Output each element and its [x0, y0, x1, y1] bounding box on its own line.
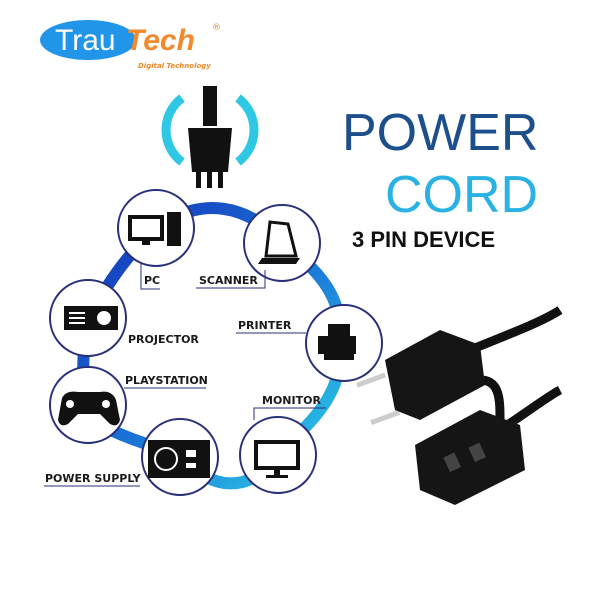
monitor-icon: [254, 440, 300, 478]
scanner-icon: [258, 220, 300, 264]
label-projector: PROJECTOR: [128, 333, 199, 346]
headline-power: POWER: [342, 104, 538, 162]
printer-icon: [318, 324, 356, 360]
brand-logo: Trau Tech ® Digital Technology: [40, 20, 221, 70]
logo-text-tech: Tech: [126, 24, 195, 57]
label-playstation: PLAYSTATION: [125, 374, 208, 387]
desktop-pc-icon: [128, 212, 181, 246]
device-monitor: MONITOR: [239, 394, 326, 494]
logo-text-trau: Trau: [55, 24, 116, 57]
headline-cord: CORD: [385, 166, 538, 224]
device-power-supply: POWER SUPPLY: [44, 418, 219, 496]
logo-tagline: Digital Technology: [138, 62, 211, 70]
device-scanner: SCANNER: [196, 204, 321, 289]
label-printer: PRINTER: [238, 319, 292, 332]
label-scanner: SCANNER: [199, 274, 258, 287]
registered-mark: ®: [212, 23, 221, 33]
gamepad-icon: [58, 391, 120, 426]
label-power-supply: POWER SUPPLY: [45, 472, 142, 485]
headline-3-pin-device: 3 PIN DEVICE: [352, 227, 495, 252]
device-projector: PROJECTOR: [49, 279, 199, 357]
power-cord-image: [356, 306, 563, 505]
device-pc: PC: [117, 189, 195, 290]
power-supply-icon: [148, 440, 210, 478]
label-monitor: MONITOR: [262, 394, 321, 407]
plug-icon: [161, 86, 259, 188]
device-playstation: PLAYSTATION: [49, 366, 208, 444]
label-pc: PC: [144, 274, 160, 287]
device-printer: PRINTER: [236, 304, 383, 382]
projector-icon: [64, 306, 118, 330]
